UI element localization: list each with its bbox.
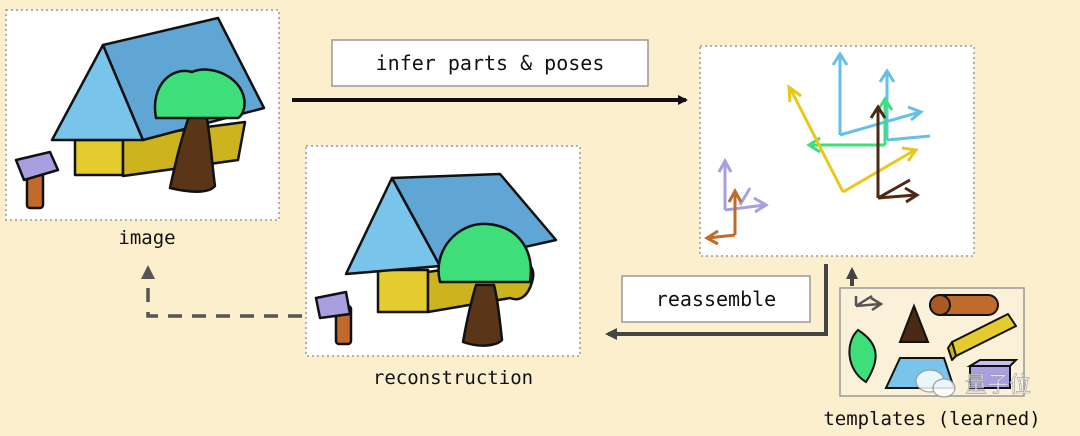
reassemble-button-label: reassemble: [656, 287, 776, 311]
reconstruction-label: reconstruction: [373, 367, 533, 389]
template-half-disc: [848, 328, 877, 384]
templates-label: templates (learned): [823, 408, 1040, 430]
template-axes: [854, 294, 884, 312]
reconstruction-panel: [305, 145, 581, 357]
watermark: 量子位: [915, 369, 1031, 398]
infer-parts-button-label: infer parts & poses: [376, 51, 605, 75]
template-cube: [966, 359, 1019, 389]
pose-axes-orange: [704, 187, 743, 246]
hammer-drawing: [14, 150, 60, 210]
pose-axes-purple: [717, 157, 769, 214]
recon-hammer-drawing: [314, 290, 353, 346]
reassemble-button[interactable]: reassemble: [621, 275, 811, 323]
template-cylinder: [929, 294, 999, 316]
recon-tree-drawing: [437, 222, 533, 347]
infer-parts-button[interactable]: infer parts & poses: [331, 39, 649, 87]
template-slab: [947, 313, 1017, 361]
feedback-dashed-arrow: [141, 265, 302, 318]
templates-panel: [839, 287, 1025, 397]
reassemble-arrow: [605, 264, 828, 340]
pose-axes-blue: [831, 51, 931, 142]
tree-drawing: [153, 68, 246, 193]
wechat-icon: [915, 369, 956, 398]
image-panel: [5, 9, 280, 221]
template-cone: [898, 303, 930, 343]
pose-axes-brown: [869, 104, 920, 204]
watermark-text: 量子位: [965, 373, 1031, 398]
poses-panel: [699, 45, 975, 257]
image-label: image: [118, 227, 175, 249]
